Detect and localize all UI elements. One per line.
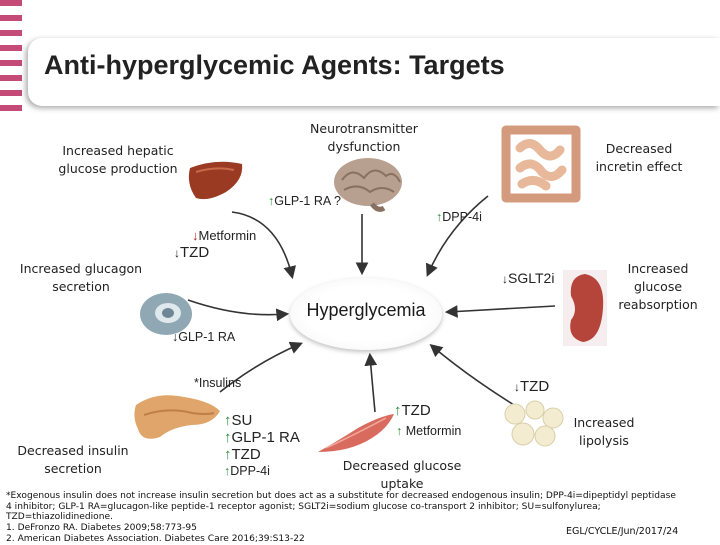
up-arrow-icon: ↑ [224, 446, 232, 463]
drug-dpp4-panc: ↑DPP-4i [224, 463, 300, 480]
fat-cells-illustration [503, 400, 565, 448]
arrow-muscle [370, 356, 375, 412]
up-arrow-icon: ↑ [396, 424, 402, 438]
liver-illustration [186, 158, 246, 206]
drug-pancreas-list: ↑SU ↑GLP-1 RA ↑TZD ↑DPP-4i [224, 412, 300, 480]
muscle-illustration [316, 412, 396, 456]
arrow-kidney [448, 306, 555, 312]
intestine-illustration [498, 120, 584, 206]
drug-tzd-muscle: ↑TZD [394, 402, 431, 419]
up-arrow-icon: ↑ [224, 412, 232, 429]
drug-dpp4-gut: ↑DPP-4i [436, 210, 482, 224]
drug-glp1-alpha: ↓GLP-1 RA [172, 330, 235, 344]
brain-illustration [332, 156, 410, 214]
drug-tzd-panc: ↑TZD [224, 446, 300, 463]
up-arrow-icon: ↑ [394, 402, 402, 419]
drug-sglt2: ↓SGLT2i [502, 270, 554, 286]
drug-tzd-liver: ↓TZD [174, 244, 209, 261]
footnote-line: TZD=thiazolidinedione. [6, 512, 718, 523]
drug-metformin-muscle: ↑ Metformin [396, 424, 461, 438]
drug-glp1-brain: ↑GLP-1 RA ? [268, 194, 341, 208]
kidney-illustration [563, 270, 607, 346]
pancreas-illustration [132, 385, 224, 445]
arrow-alpha-cell [188, 300, 286, 315]
arrow-liver [232, 212, 292, 276]
drug-metformin-liver: ↓Metformin [192, 228, 256, 243]
arrow-gut [428, 196, 488, 274]
drug-insulins: *Insulins [194, 376, 241, 390]
drug-tzd-fat: ↓TZD [514, 378, 549, 395]
footnote-line: 4 inhibitor; GLP-1 RA=glucagon-like pept… [6, 502, 718, 513]
hyperglycemia-label: Hyperglycemia [290, 300, 442, 321]
footer-code: EGL/CYCLE/Jun/2017/24 [566, 526, 678, 537]
footnote-line: *Exogenous insulin does not increase ins… [6, 491, 718, 502]
drug-su: ↑SU [224, 412, 300, 429]
up-arrow-icon: ↑ [224, 429, 232, 446]
drug-glp1-panc: ↑GLP-1 RA [224, 429, 300, 446]
